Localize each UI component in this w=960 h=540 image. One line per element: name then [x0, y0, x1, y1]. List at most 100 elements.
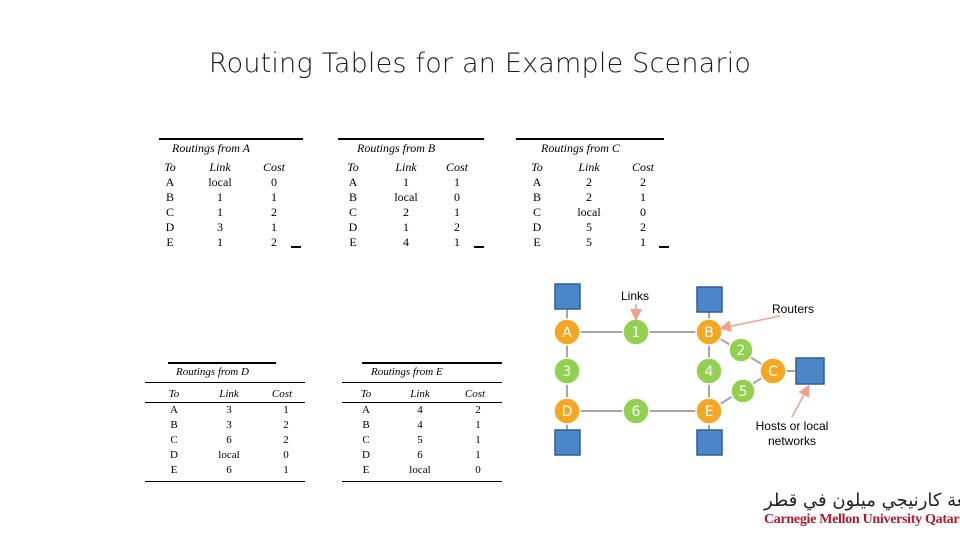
cell: C	[170, 434, 178, 446]
host-network-d	[554, 429, 581, 456]
host-network-e	[696, 429, 723, 456]
header-link: Link	[219, 388, 239, 400]
table-rule	[516, 138, 664, 140]
cell: D	[532, 220, 542, 234]
column-link: Link	[209, 387, 249, 402]
cell: 5	[586, 235, 592, 249]
slide-title: Routing Tables for an Example Scenario	[208, 48, 752, 79]
table-caption: Routings from E	[371, 366, 443, 378]
table-tail	[291, 246, 301, 248]
column-to-values: A B C D E	[160, 403, 188, 478]
cell: 3	[226, 404, 232, 416]
cell: 2	[403, 205, 409, 219]
table-tail	[474, 246, 484, 248]
link-node-3	[553, 357, 581, 385]
router-nodes	[553, 318, 787, 425]
cell: D	[165, 220, 175, 234]
router-node-c	[759, 357, 787, 385]
column-cost: Cost 2 1 0 2 1	[625, 160, 661, 250]
links-label: Links	[621, 289, 649, 303]
table-rule	[338, 138, 484, 140]
cell: C	[362, 434, 370, 446]
cell: B	[362, 419, 370, 431]
table-rule	[159, 138, 303, 140]
cell: B	[532, 190, 541, 204]
host-network-b	[696, 286, 723, 313]
cell: 4	[417, 404, 423, 416]
cell: 2	[271, 205, 277, 219]
cell: 0	[283, 449, 289, 461]
table-rule	[342, 481, 502, 482]
link-label-1: 1	[632, 325, 641, 341]
cell: C	[348, 205, 357, 219]
link-node-4	[695, 357, 723, 385]
cell: local	[394, 190, 418, 204]
table-rule	[362, 362, 502, 364]
host-network-a	[554, 283, 581, 310]
column-cost: Cost	[264, 387, 300, 402]
cell: 1	[271, 190, 277, 204]
cell: 1	[217, 235, 223, 249]
table-caption: Routings from A	[172, 141, 251, 155]
node-labels: A B C D E 1 2 3 4 5 6	[562, 325, 779, 420]
cell: 0	[640, 205, 646, 219]
cell: 1	[283, 464, 289, 476]
router-node-e	[695, 397, 723, 425]
header-link: Link	[410, 388, 430, 400]
column-link: Link 1 local 2 1 4	[386, 160, 426, 250]
cell: B	[170, 419, 178, 431]
table-caption: Routings from D	[176, 366, 249, 378]
routers-arrow	[719, 315, 781, 333]
hosts	[554, 283, 825, 456]
cell: 1	[475, 449, 481, 461]
column-cost-values: 2 1 1 1 0	[460, 403, 496, 478]
column-to: To	[160, 387, 188, 402]
link-label-4: 4	[705, 364, 714, 380]
cell: A	[165, 175, 175, 189]
header-cost: Cost	[271, 388, 293, 400]
hosts-label-line-2: networks	[768, 434, 816, 448]
cell: 1	[283, 404, 289, 416]
cell: 2	[640, 220, 646, 234]
cell: 0	[454, 190, 460, 204]
link-label-2: 2	[737, 343, 746, 359]
column-to-values: A B C D E	[352, 403, 380, 478]
table-rule	[145, 481, 305, 482]
column-link: Link local 1 1 3 1	[200, 160, 240, 250]
table-tail	[659, 246, 669, 248]
header-link: Link	[395, 160, 417, 174]
header-to: To	[360, 388, 372, 400]
cell: 5	[417, 434, 423, 446]
cell: D	[170, 449, 178, 461]
cell: D	[348, 220, 358, 234]
router-label-d: D	[562, 404, 573, 420]
column-link: Link	[400, 387, 440, 402]
header-cost: Cost	[631, 160, 654, 174]
cell: A	[170, 404, 178, 416]
column-cost: Cost 0 1 2 1 2	[256, 160, 292, 250]
link-label-3: 3	[563, 364, 572, 380]
router-node-a	[553, 318, 581, 346]
annotation-arrows	[630, 304, 810, 418]
link-label-5: 5	[739, 384, 748, 400]
cell: 2	[586, 190, 592, 204]
cell: E	[166, 235, 174, 249]
cell: 1	[475, 419, 481, 431]
cell: local	[577, 205, 601, 219]
column-link-values: 4 4 5 6 local	[400, 403, 440, 478]
header-to: To	[164, 160, 176, 174]
cell: D	[362, 449, 370, 461]
cell: 5	[586, 220, 592, 234]
cell: local	[208, 175, 232, 189]
table-rule	[342, 402, 502, 403]
cell: E	[362, 464, 370, 476]
cell: 1	[454, 175, 460, 189]
cell: 0	[475, 464, 481, 476]
hosts-label-line-1: Hosts or local	[756, 419, 829, 433]
cell: 0	[271, 175, 277, 189]
router-label-e: E	[705, 404, 714, 420]
header-link: Link	[209, 160, 231, 174]
header-cost: Cost	[262, 160, 285, 174]
table-caption: Routings from B	[357, 141, 436, 155]
